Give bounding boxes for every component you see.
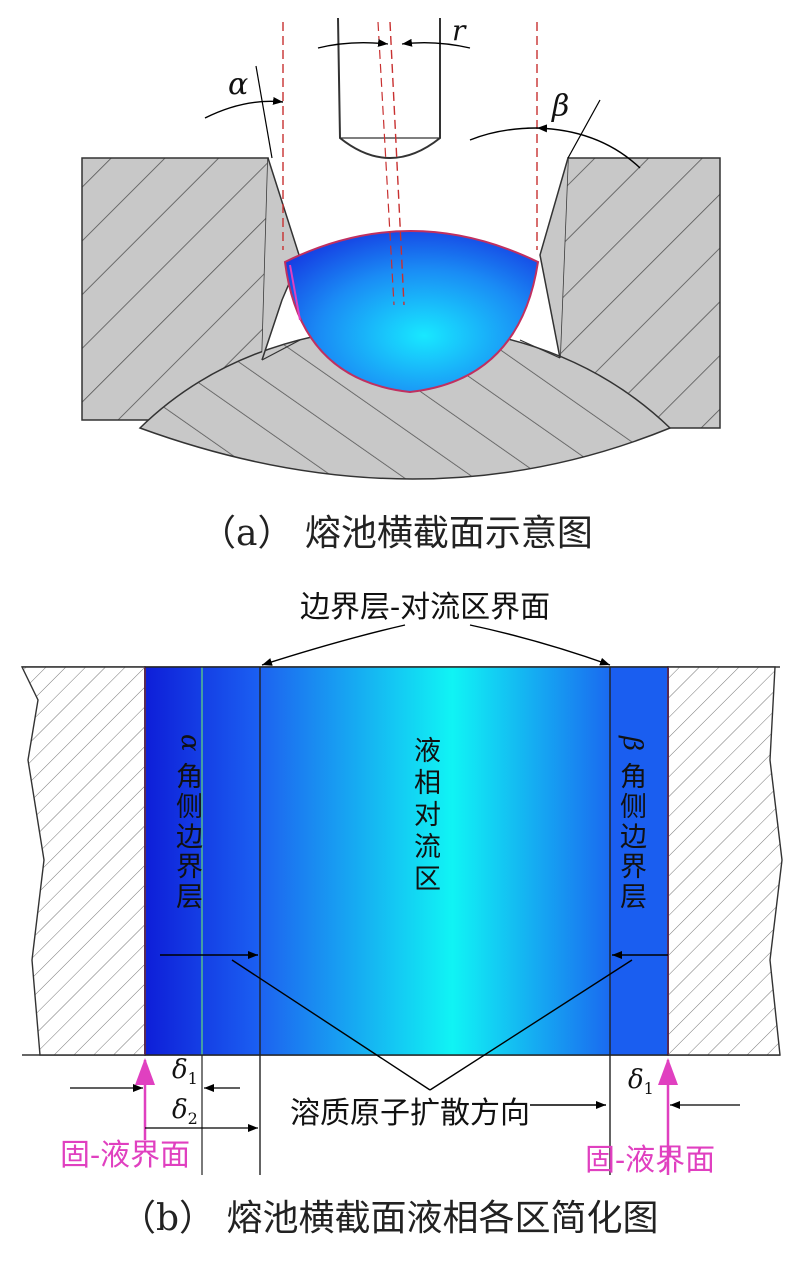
liquid-convection-zone [260,667,610,1055]
electrode [337,17,441,159]
beta-boundary-layer [610,667,668,1055]
right-zone-label: 角 侧 边 界 层 [620,762,647,913]
svg-text:液: 液 [414,736,441,767]
angle-beta-label: β [551,89,569,124]
delta2-left: δ2 [172,1095,198,1128]
svg-text:流: 流 [414,832,441,863]
caption-a: （a） 熔池横截面示意图 [200,513,593,554]
previous-weld-bead [138,324,672,480]
svg-text:边: 边 [620,822,647,853]
svg-text:角: 角 [176,762,203,793]
svg-text:界: 界 [176,852,203,883]
delta1-right: δ1 [628,1065,654,1098]
svg-text:界: 界 [620,852,647,883]
left-solid [20,666,146,1056]
left-zone-label: 角 侧 边 界 层 [176,762,203,913]
svg-text:区: 区 [414,864,441,895]
molten-pool [283,230,540,394]
diagram-a: α β r （a） 熔池横截面示意图 [81,14,721,554]
svg-text:侧: 侧 [176,792,203,823]
right-zone-symbol: β [617,735,647,751]
svg-text:层: 层 [176,882,203,913]
interface-label: 边界层-对流区界面 [300,590,550,625]
delta1-left: δ1 [172,1055,198,1088]
solid-liquid-interface-right: 固-液界面 [585,1143,715,1178]
svg-text:侧: 侧 [620,792,647,823]
radius-label: r [452,14,467,47]
groove-right-wall [539,157,569,359]
svg-text:角: 角 [620,762,647,793]
solid-liquid-interface-left: 固-液界面 [60,1138,190,1173]
right-solid [667,666,783,1056]
angle-alpha-label: α [228,67,248,102]
diagram-b: 边界层-对流区界面 α 角 侧 边 界 层 液 [20,590,783,1239]
svg-text:层: 层 [620,882,647,913]
caption-b: （b） 熔池横截面液相各区简化图 [120,1198,659,1239]
svg-text:相: 相 [414,768,441,799]
svg-text:边: 边 [176,822,203,853]
svg-text:对: 对 [414,800,441,831]
left-zone-symbol: α [175,734,205,752]
diffusion-label: 溶质原子扩散方向 [290,1096,530,1131]
center-zone-label: 液 相 对 流 区 [414,736,441,895]
